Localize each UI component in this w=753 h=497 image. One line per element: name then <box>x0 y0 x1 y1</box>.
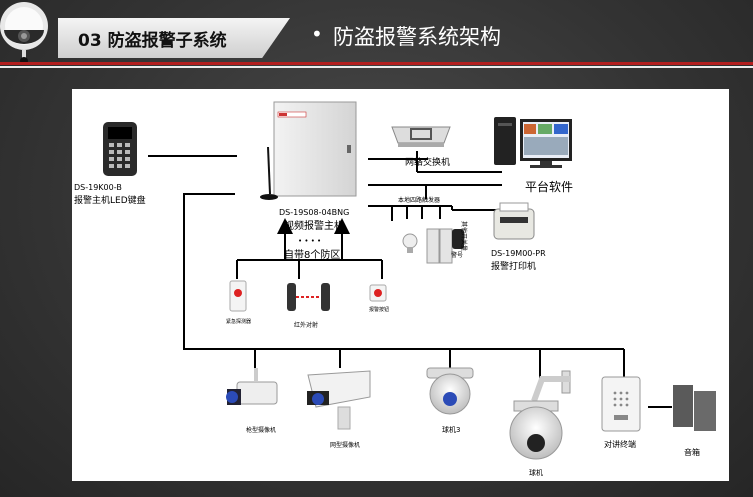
host-dots: • • • • <box>298 237 321 245</box>
infrared-beam-icon <box>287 283 330 311</box>
header-divider-red <box>0 62 753 65</box>
speaker-icon <box>673 385 716 431</box>
cam-dome-label: 球机3 <box>442 425 460 434</box>
intercom-terminal-icon <box>601 376 641 432</box>
host-model: DS-19S08-04BNG <box>279 208 349 217</box>
platform-computer-icon <box>494 117 572 168</box>
zones-label: 自带8个防区 <box>284 248 340 261</box>
intercom-label: 对讲终端 <box>604 439 636 449</box>
bullet-camera-icon <box>307 370 371 430</box>
section-tag: 03 防盗报警子系统 <box>58 18 290 58</box>
platform-label: 平台软件 <box>525 179 573 194</box>
speaker-label: 音箱 <box>684 447 700 457</box>
section-tag-label: 03 防盗报警子系统 <box>78 31 227 51</box>
slide-title: 防盗报警系统架构 <box>333 25 501 49</box>
sensor-button-label: 报警按钮 <box>369 306 389 313</box>
cam-box-label: 枪型摄像机 <box>246 426 276 434</box>
sensor-detector-label: 紧急探测器 <box>226 318 251 325</box>
network-switch-icon <box>391 126 451 147</box>
printer-model: DS-19M00-PR <box>491 249 546 258</box>
cam-speed-label: 球机 <box>529 468 543 477</box>
header-bar: 03 防盗报警子系统 • 防盗报警系统架构 <box>0 0 753 70</box>
architecture-diagram: DS-19K00-B 报警主机LED键盘 DS-19S08-04BNG 视频报警… <box>72 89 729 481</box>
header-divider-white <box>0 66 753 68</box>
light-bulb-icon <box>402 233 418 253</box>
alarm-host-icon <box>260 101 357 200</box>
connection-lines <box>148 151 672 408</box>
host-name: 视频报警主机 <box>284 219 344 232</box>
relay-label: 本地四路触发器 <box>398 196 440 204</box>
led-keyboard-icon <box>103 122 137 176</box>
cam-bullet-label: 网型摄像机 <box>330 441 360 449</box>
switch-label: 网络交换机 <box>405 156 450 168</box>
emergency-detector-icon <box>229 280 247 312</box>
keypad-panel-icon <box>426 228 453 264</box>
output-other-label: 其他开关量 <box>460 221 468 251</box>
sensor-infrared-label: 红外对射 <box>294 321 318 329</box>
alarm-button-icon <box>369 284 387 302</box>
keyboard-model: DS-19K00-B <box>74 183 122 192</box>
speed-dome-camera-icon <box>509 370 571 460</box>
dome-camera-logo-icon <box>0 2 48 65</box>
alarm-printer-icon <box>493 202 535 240</box>
dome-camera-icon <box>426 367 474 415</box>
keyboard-name: 报警主机LED键盘 <box>74 194 146 206</box>
siren-icon <box>452 229 464 249</box>
printer-name: 报警打印机 <box>491 260 536 272</box>
title-bullet: • <box>311 22 323 46</box>
box-camera-icon <box>226 368 278 405</box>
output-light-alarm-label: 警号 <box>451 251 463 259</box>
diagram-svg: DS-19K00-B 报警主机LED键盘 DS-19S08-04BNG 视频报警… <box>74 101 716 477</box>
